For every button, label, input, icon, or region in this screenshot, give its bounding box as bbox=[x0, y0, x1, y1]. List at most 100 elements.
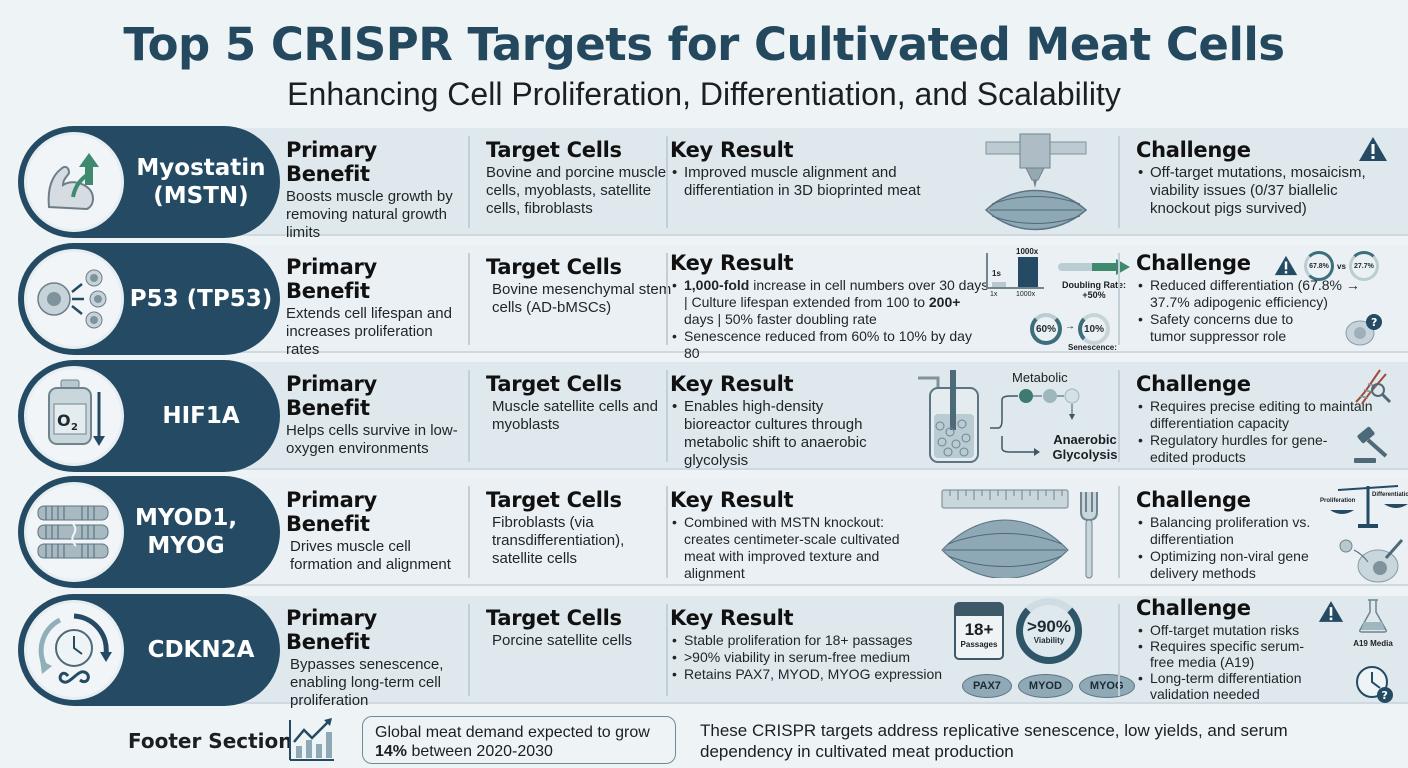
challenge: Challenge Off-target mutations, mosaicis… bbox=[1136, 138, 1398, 226]
x-label: 1x bbox=[990, 291, 998, 298]
svg-text:?: ? bbox=[1382, 689, 1388, 702]
target-pill: O 2 HIF1A bbox=[18, 360, 280, 472]
warning-icon bbox=[1358, 136, 1388, 167]
warning-icon bbox=[1318, 600, 1344, 628]
cells-heading: Target Cells bbox=[486, 372, 622, 396]
divider bbox=[1118, 136, 1120, 228]
bioreactor-icon bbox=[918, 366, 988, 471]
target-cells: Target Cells Fibroblasts (via transdiffe… bbox=[486, 488, 676, 576]
target-name: P53 (TP53) bbox=[129, 286, 273, 312]
target-pill: CDKN2A bbox=[18, 594, 280, 706]
key-result: Key Result Combined with MSTN knockout: … bbox=[670, 488, 930, 581]
divider bbox=[468, 136, 470, 228]
target-row-myod1-myog: MYOD1, MYOG Primary Benefit Drives muscl… bbox=[18, 476, 1408, 588]
key-result: Key Result Stable proliferation for 18+ … bbox=[670, 606, 960, 694]
doubling-label: Doubling Rate: bbox=[1062, 280, 1126, 290]
divider bbox=[468, 370, 470, 462]
benefit-heading: Primary Benefit bbox=[286, 488, 377, 536]
challenge: Challenge Requires precise editing to ma… bbox=[1136, 372, 1398, 465]
divider bbox=[666, 253, 668, 345]
challenge-heading: Challenge bbox=[1136, 251, 1251, 275]
svg-text:2: 2 bbox=[71, 422, 78, 433]
result-text: increase in cell numbers over 30 days | … bbox=[684, 277, 989, 310]
gene-delivery-cell-icon bbox=[1336, 536, 1406, 589]
senescence-indicator: 60% → 10% Senescence: bbox=[1030, 313, 1126, 353]
result-bold: 1,000-fold bbox=[684, 277, 750, 293]
bar-low-label: 1s bbox=[992, 269, 1001, 278]
doubling-value: +50% bbox=[1082, 290, 1106, 300]
result-item: Enables high-density bioreactor cultures… bbox=[670, 398, 890, 470]
viability-label: Viability bbox=[1033, 635, 1065, 645]
challenge: Challenge Reduced differentiation (67.8%… bbox=[1136, 251, 1398, 344]
gavel-icon bbox=[1352, 424, 1392, 469]
marker-chips: PAX7 MYOD MYOG bbox=[962, 674, 1135, 698]
flexed-arm-growth-icon bbox=[24, 132, 124, 232]
svg-text:O: O bbox=[57, 411, 71, 430]
arrow-right-icon: → bbox=[1065, 321, 1075, 332]
primary-benefit: Primary Benefit Extends cell lifespan an… bbox=[286, 255, 466, 358]
target-cells: Target Cells Bovine and porcine muscle c… bbox=[486, 138, 676, 226]
page-title: Top 5 CRISPR Targets for Cultivated Meat… bbox=[123, 18, 1285, 71]
target-name: CDKN2A bbox=[147, 637, 255, 663]
bar-high-label: 1000x bbox=[1016, 247, 1039, 256]
target-cells: Target Cells Bovine mesenchymal stem cel… bbox=[486, 255, 676, 343]
challenge-item: Off-target mutations, mosaicism, viabili… bbox=[1136, 164, 1398, 218]
bioprinter-muscle-icon bbox=[984, 132, 1089, 237]
viability-ring: >90% Viability bbox=[1016, 598, 1082, 664]
dna-magnifier-icon bbox=[1352, 366, 1392, 411]
cells-heading: Target Cells bbox=[486, 606, 622, 630]
x-label: 1000x bbox=[1016, 291, 1036, 298]
divider bbox=[666, 604, 668, 696]
warning-icon bbox=[1274, 255, 1298, 281]
senescence-to-ring: 10% bbox=[1078, 313, 1110, 345]
result-item: Improved muscle alignment and differenti… bbox=[670, 164, 950, 200]
challenge-item: Regulatory hurdles for gene-edited produ… bbox=[1136, 432, 1336, 466]
stat-line2: 14% between 2020-2030 bbox=[375, 742, 663, 761]
challenge-heading: Challenge bbox=[1136, 488, 1251, 512]
result-item: Retains PAX7, MYOD, MYOG expression bbox=[670, 666, 960, 683]
svg-text:?: ? bbox=[1371, 316, 1377, 329]
cell-division-icon bbox=[24, 249, 124, 349]
divider bbox=[1118, 486, 1120, 578]
challenge-item: Optimizing non-viral gene delivery metho… bbox=[1136, 548, 1326, 582]
cell-question-icon: ? bbox=[1344, 313, 1384, 352]
benefit-heading: Primary Benefit bbox=[286, 372, 377, 420]
benefit-text: Extends cell lifespan and increases prol… bbox=[286, 305, 452, 358]
cells-text: Muscle satellite cells and myoblasts bbox=[492, 398, 658, 433]
compare-vs: vs bbox=[1337, 261, 1346, 271]
key-result: Key Result 1,000-fold increase in cell n… bbox=[670, 251, 990, 361]
benefit-text: Helps cells survive in low-oxygen enviro… bbox=[286, 422, 458, 457]
result-heading: Key Result bbox=[670, 488, 794, 512]
flask-icon: A19 Media bbox=[1348, 598, 1398, 648]
efficiency-compare: 67.8% vs 27.7% bbox=[1304, 251, 1379, 281]
result-text: days | 50% faster doubling rate bbox=[684, 311, 877, 327]
target-name: HIF1A bbox=[162, 403, 240, 429]
oxygen-tank-down-icon: O 2 bbox=[24, 366, 124, 466]
compare-ring-a: 67.8% bbox=[1304, 251, 1334, 281]
divider bbox=[666, 370, 668, 462]
result-bold: 200+ bbox=[928, 294, 961, 310]
cells-heading: Target Cells bbox=[486, 138, 622, 162]
metabolic-shift-diagram: Metabolic Anaerobic Glycolysis bbox=[990, 370, 1118, 466]
challenge: Challenge Balancing proliferation vs. di… bbox=[1136, 488, 1398, 581]
challenge-item: Balancing proliferation vs. differentiat… bbox=[1136, 514, 1326, 548]
primary-benefit: Primary Benefit Drives muscle cell forma… bbox=[286, 488, 466, 576]
challenge-item: Reduced differentiation (67.8% → 37.7% a… bbox=[1136, 277, 1398, 311]
marker-chip: MYOG bbox=[1078, 674, 1135, 698]
fork-icon bbox=[1078, 490, 1100, 585]
primary-benefit: Primary Benefit Helps cells survive in l… bbox=[286, 372, 466, 460]
target-cells: Target Cells Porcine satellite cells bbox=[486, 606, 676, 694]
divider bbox=[1118, 604, 1120, 696]
result-heading: Key Result bbox=[670, 251, 794, 275]
result-heading: Key Result bbox=[670, 138, 794, 162]
divider bbox=[666, 486, 668, 578]
page-subtitle: Enhancing Cell Proliferation, Differenti… bbox=[287, 76, 1121, 112]
ruler-muscle-icon bbox=[940, 488, 1070, 583]
senescence-label: Senescence: bbox=[1068, 343, 1117, 352]
passages-value: 18+ bbox=[964, 620, 994, 639]
divider bbox=[468, 486, 470, 578]
challenge-item: Long-term differentiation validation nee… bbox=[1136, 670, 1326, 702]
divider bbox=[1118, 253, 1120, 345]
cells-heading: Target Cells bbox=[486, 255, 622, 279]
clock-question-icon: ? bbox=[1354, 664, 1394, 709]
